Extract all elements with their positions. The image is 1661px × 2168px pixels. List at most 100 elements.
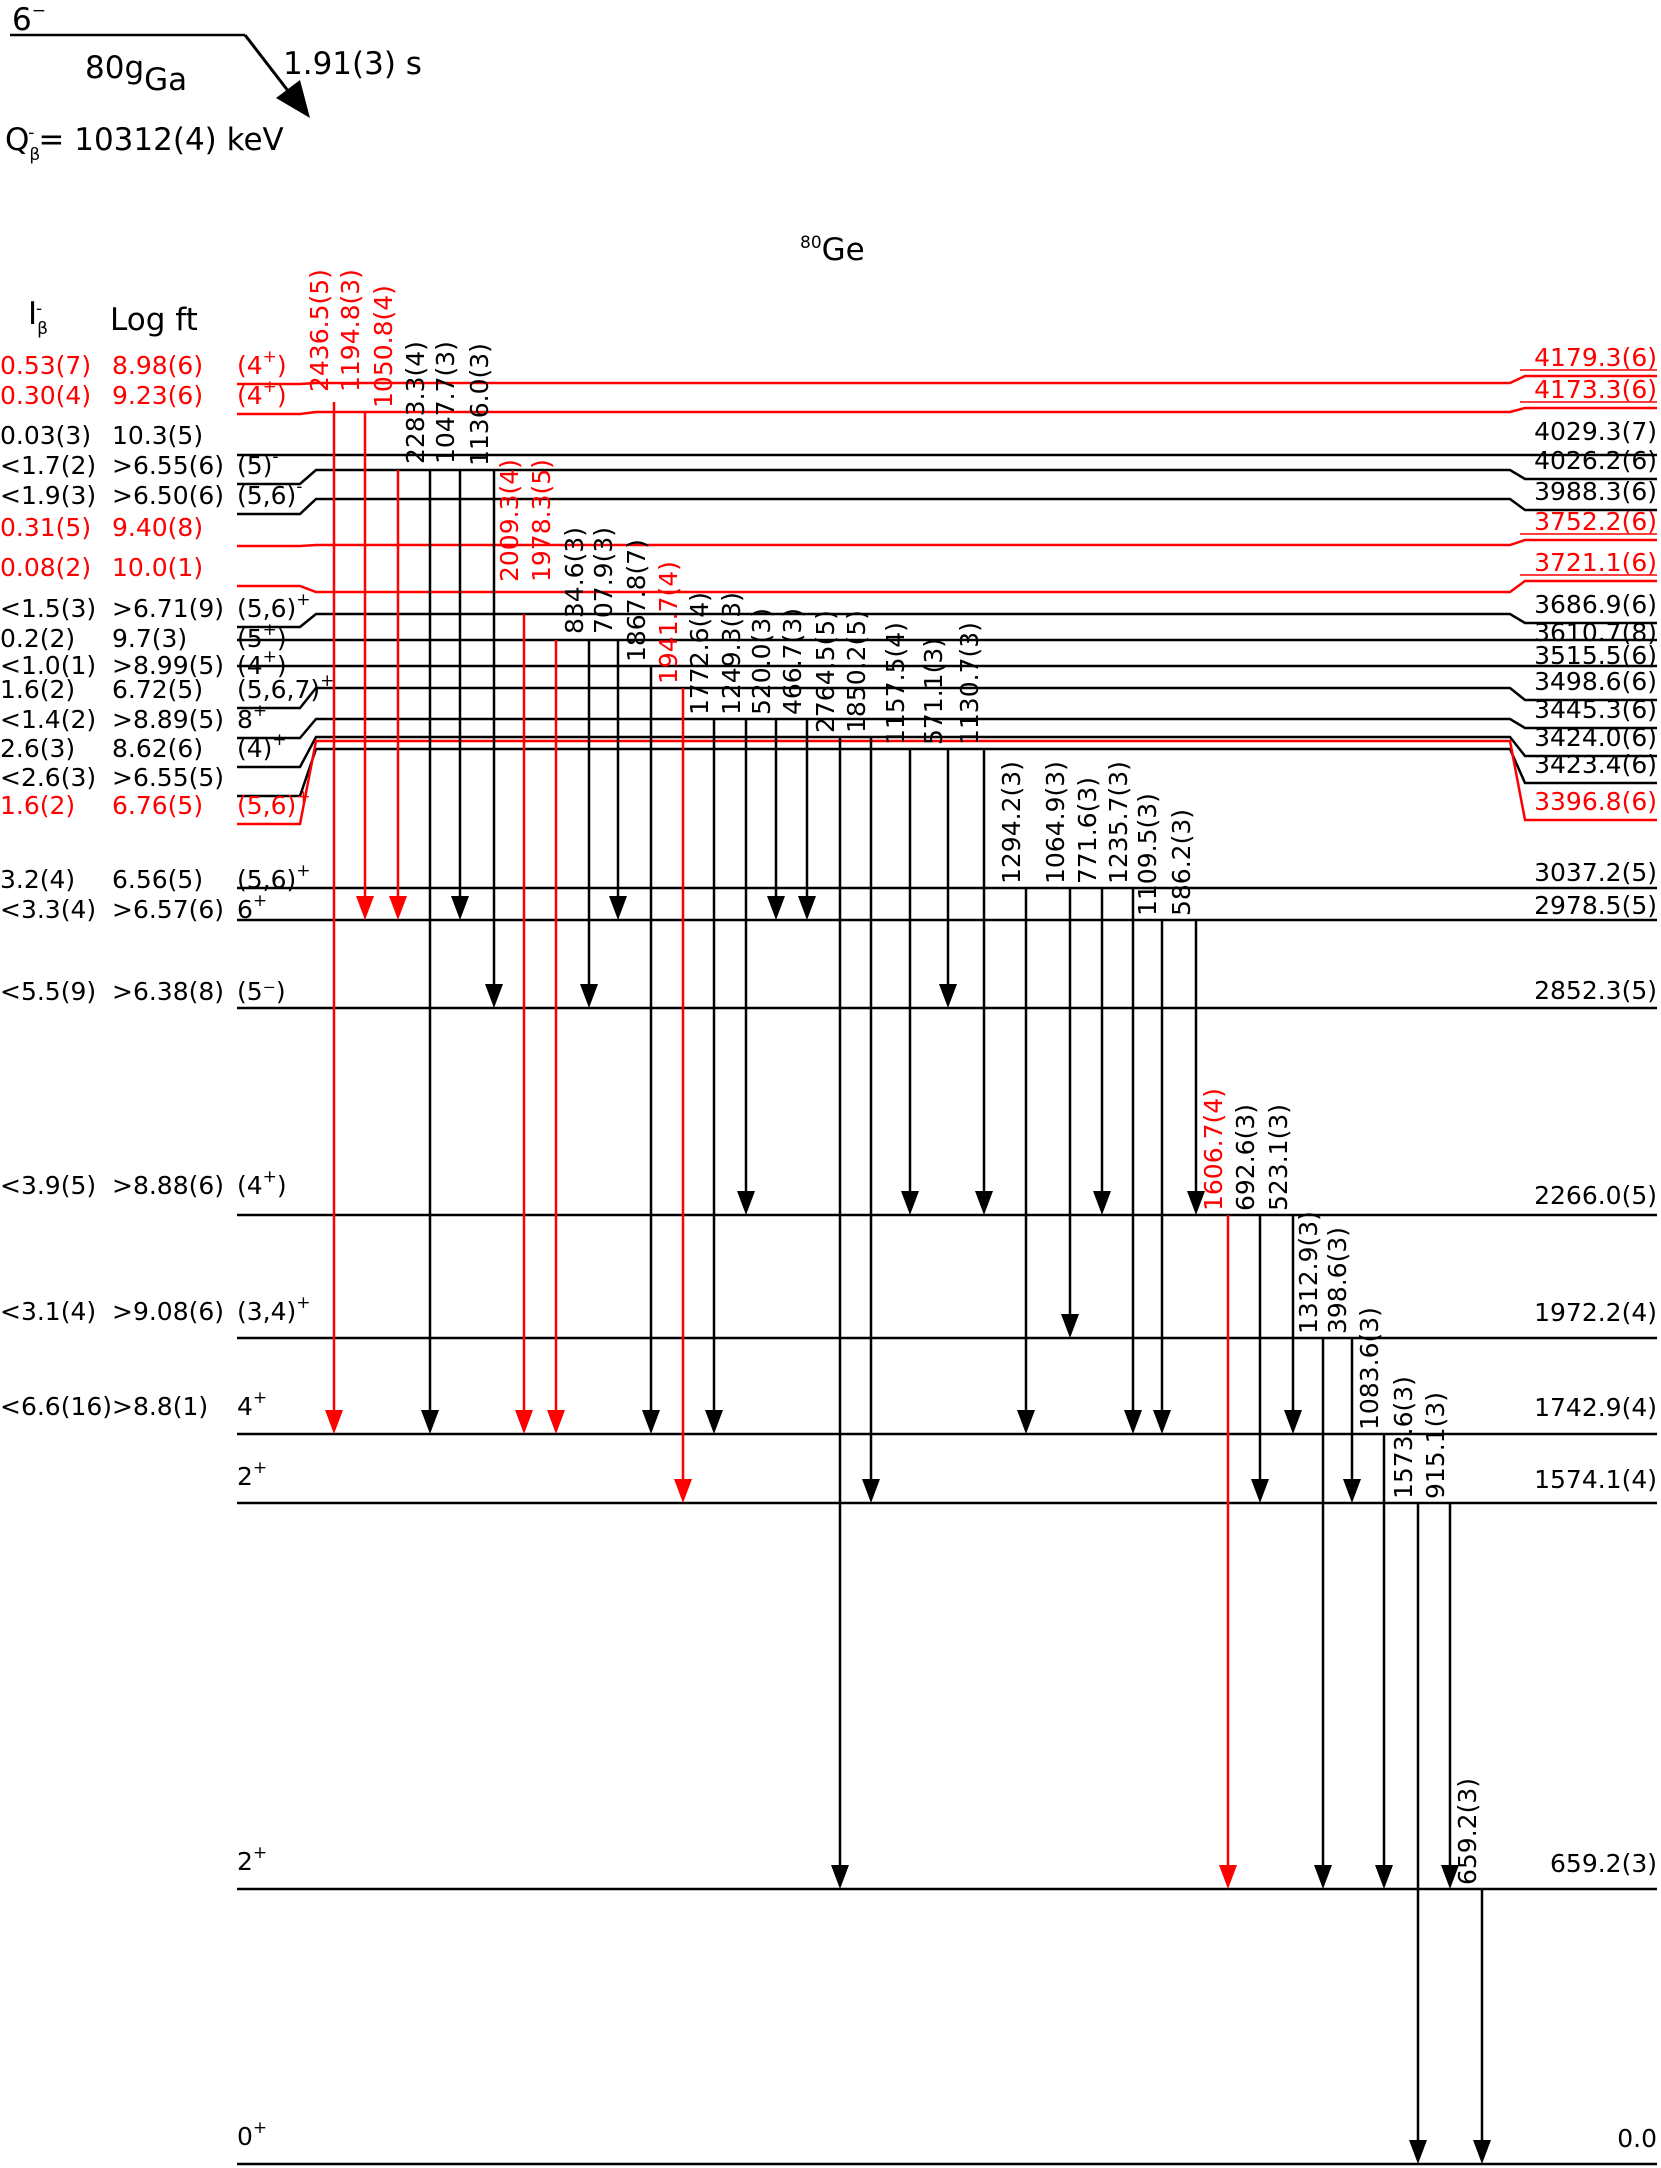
level-ib: 0.30(4) — [0, 381, 91, 410]
parent-state: 6− 80gGa 1.91(3) s Qβ-= 10312(4) keV — [5, 1, 422, 165]
gamma-energy-label: 1136.0(3) — [465, 343, 494, 466]
level-ib: <1.0(1) — [0, 651, 96, 680]
gamma-energy-label: 659.2(3) — [1453, 1778, 1482, 1885]
level-20: 1742.9(4)<6.6(16)>8.8(1)4+ — [0, 1388, 1657, 1436]
gamma-transition-10: 1867.8(7) — [622, 539, 660, 1434]
gamma-energy-label: 1157.5(4) — [881, 622, 910, 745]
level-energy: 3037.2(5) — [1534, 858, 1657, 887]
level-line — [237, 612, 1657, 629]
gamma-energy-label: 520.0(3) — [747, 608, 776, 715]
gamma-arrowhead — [901, 1191, 919, 1215]
level-19: 1972.2(4)<3.1(4)>9.08(6)(3,4)+ — [0, 1293, 1657, 1340]
gamma-arrowhead — [1343, 1479, 1361, 1503]
gamma-transition-22: 1064.9(3) — [1041, 761, 1079, 1338]
level-22: 659.2(3)2+ — [237, 1843, 1657, 1891]
level-ib: <3.9(5) — [0, 1171, 96, 1200]
level-ib: <1.4(2) — [0, 705, 96, 734]
gamma-arrowhead — [798, 896, 816, 920]
level-energy: 2852.3(5) — [1534, 976, 1657, 1005]
gamma-arrowhead — [1017, 1410, 1035, 1434]
level-spin-parity: (5,6)+ — [237, 590, 311, 623]
gamma-energy-label: 523.1(3) — [1264, 1104, 1293, 1211]
logft-header: Log ft — [110, 302, 198, 338]
gamma-arrowhead — [705, 1410, 723, 1434]
gamma-transition-8: 834.6(3) — [560, 527, 598, 1008]
level-spin-parity: (4+) — [237, 647, 287, 680]
level-ib: <1.5(3) — [0, 594, 96, 623]
level-line — [237, 468, 1657, 486]
gamma-arrowhead — [1093, 1191, 1111, 1215]
gamma-arrowhead — [1314, 1865, 1332, 1889]
level-line — [237, 739, 1657, 826]
gamma-energy-label: 2009.3(4) — [495, 459, 524, 582]
level-energy: 1742.9(4) — [1534, 1393, 1657, 1422]
level-energy: 3752.2(6) — [1534, 507, 1657, 536]
level-logft: >6.38(8) — [112, 977, 224, 1006]
gamma-transition-3: 2283.3(4) — [401, 341, 439, 1434]
level-6: 3721.1(6)0.08(2)10.0(1) — [0, 548, 1657, 594]
level-2: 4029.3(7)0.03(3)10.3(5) — [0, 417, 1657, 457]
level-line — [237, 686, 1657, 710]
level-spin-parity: (5,6)+ — [237, 861, 311, 894]
level-ib: 0.53(7) — [0, 351, 91, 380]
gamma-arrowhead — [356, 896, 374, 920]
gamma-arrowhead — [975, 1191, 993, 1215]
level-spin-parity: (4+) — [237, 377, 287, 410]
gamma-transition-32: 1083.6(3) — [1355, 1307, 1393, 1889]
level-energy: 0.0 — [1617, 2124, 1657, 2153]
parent-halflife: 1.91(3) s — [283, 46, 422, 82]
level-energy: 3610.7(8) — [1534, 618, 1657, 647]
gamma-transition-9: 707.9(3) — [589, 527, 627, 920]
level-14: 3396.8(6)1.6(2)6.76(5)(5,6)+ — [0, 739, 1657, 826]
gamma-energy-label: 1772.6(4) — [685, 592, 714, 715]
level-line — [237, 538, 1657, 548]
gamma-energy-label: 1850.2(5) — [842, 610, 871, 733]
gamma-arrowhead — [580, 984, 598, 1008]
level-spin-parity: 4+ — [237, 1388, 267, 1421]
level-spin-parity: 0+ — [237, 2118, 267, 2151]
level-line — [237, 717, 1657, 740]
gamma-arrowhead — [1061, 1314, 1079, 1338]
gamma-arrowhead — [609, 896, 627, 920]
level-energy: 3686.9(6) — [1534, 590, 1657, 619]
gamma-arrowhead — [1219, 1865, 1237, 1889]
level-3: 4026.2(6)<1.7(2)>6.55(6)(5)- — [0, 446, 1657, 486]
level-ib: 3.2(4) — [0, 865, 75, 894]
level-energy: 3721.1(6) — [1534, 548, 1657, 577]
gamma-arrowhead — [642, 1410, 660, 1434]
level-energy: 1972.2(4) — [1534, 1298, 1657, 1327]
level-ib: 1.6(2) — [0, 791, 75, 820]
level-energy: 3445.3(6) — [1534, 695, 1657, 724]
q-value: Qβ-= 10312(4) keV — [5, 122, 284, 165]
level-logft: 9.40(8) — [112, 513, 203, 542]
gamma-arrowhead — [1409, 2140, 1427, 2164]
gamma-transition-7: 1978.3(5) — [527, 459, 565, 1434]
gamma-arrowhead — [547, 1410, 565, 1434]
gamma-energy-label: 586.2(3) — [1167, 809, 1196, 916]
level-17: 2852.3(5)<5.5(9)>6.38(8)(5⁻) — [0, 976, 1657, 1010]
gamma-energy-label: 571.1(3) — [919, 638, 948, 745]
level-ib: <1.7(2) — [0, 451, 96, 480]
level-logft: >8.8(1) — [112, 1392, 208, 1421]
level-spin-parity: 2+ — [237, 1843, 267, 1876]
level-0: 4179.3(6)0.53(7)8.98(6)(4+) — [0, 343, 1657, 386]
level-energy: 1574.1(4) — [1534, 1465, 1657, 1494]
gamma-arrowhead — [1473, 2140, 1491, 2164]
level-energy: 4179.3(6) — [1534, 343, 1657, 372]
gamma-energy-label: 1083.6(3) — [1355, 1307, 1384, 1430]
gamma-energy-label: 1047.7(3) — [431, 341, 460, 464]
gamma-arrowhead — [389, 896, 407, 920]
gamma-energy-label: 1130.7(3) — [955, 622, 984, 745]
gamma-arrowhead — [515, 1410, 533, 1434]
gamma-transition-29: 523.1(3) — [1264, 1104, 1302, 1434]
level-energy: 4029.3(7) — [1534, 417, 1657, 446]
level-ib: 2.6(3) — [0, 734, 75, 763]
level-ib: 0.08(2) — [0, 553, 91, 582]
level-energy: 4173.3(6) — [1534, 375, 1657, 404]
gamma-transition-21: 1294.2(3) — [997, 761, 1035, 1434]
level-18: 2266.0(5)<3.9(5)>8.88(6)(4+) — [0, 1167, 1657, 1217]
gamma-arrowhead — [1375, 1865, 1393, 1889]
level-energy: 3988.3(6) — [1534, 477, 1657, 506]
gamma-arrowhead — [1284, 1410, 1302, 1434]
gamma-transition-35: 659.2(3) — [1453, 1778, 1491, 2164]
